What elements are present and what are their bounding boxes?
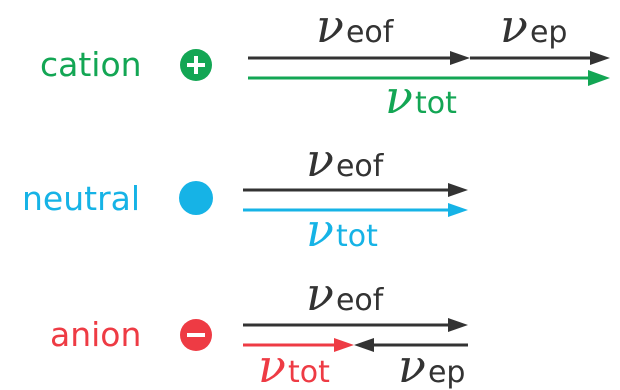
cation-tot-arrowhead	[588, 70, 610, 86]
cation-ep-label: νep	[500, 0, 567, 53]
neutral-row: neutral νeof νtot	[22, 133, 468, 257]
cation-tot-label: νtot	[385, 70, 457, 124]
anion-tot-label: νtot	[258, 339, 330, 390]
cation-ep-arrowhead	[590, 51, 610, 65]
neutral-eof-label: νeof	[306, 133, 385, 187]
neutral-dot-icon	[179, 181, 213, 215]
cation-eof-arrowhead	[450, 51, 470, 65]
anion-eof-label: νeof	[306, 267, 385, 321]
anion-eof-arrowhead	[448, 318, 468, 332]
neutral-eof-arrowhead	[448, 183, 468, 197]
neutral-label: neutral	[22, 179, 140, 218]
cation-eof-label: νeof	[316, 0, 395, 53]
cation-row: cation νeof νep νtot	[40, 0, 610, 124]
anion-label: anion	[50, 315, 141, 354]
anion-row: anion νeof νtot νep	[50, 267, 468, 390]
anion-ep-arrowhead	[354, 338, 374, 352]
anion-tot-arrowhead	[334, 338, 354, 352]
cation-label: cation	[40, 45, 142, 84]
cation-plus-icon	[180, 49, 212, 81]
anion-ep-label: νep	[398, 339, 465, 390]
anion-minus-icon	[180, 319, 212, 351]
neutral-tot-label: νtot	[306, 203, 378, 257]
neutral-tot-arrowhead	[448, 203, 468, 217]
